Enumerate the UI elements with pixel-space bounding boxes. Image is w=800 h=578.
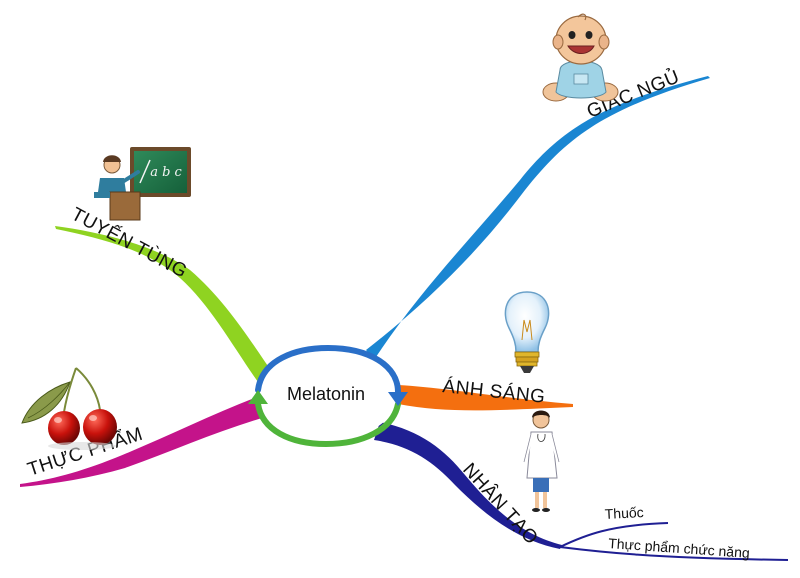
board-text: a b c [150,165,182,180]
nurse-icon [521,410,562,512]
branch-anh-sang [398,385,573,411]
label-thuoc[interactable]: Thuốc [604,504,644,522]
branch-nhan-tao [374,422,562,549]
branch-thuc-pham-chuc-nang [559,546,789,561]
ring-top-arc [255,344,401,395]
center-node[interactable]: Melatonin [248,344,408,448]
branch-thuc-pham [20,397,262,487]
ring-arrow-left [248,390,268,404]
teacher-icon: a b c [94,147,191,221]
baby-icon [542,13,619,102]
lightbulb-icon [504,291,550,373]
center-label: Melatonin [287,384,365,404]
branch-thuoc [559,522,669,548]
branch-tuyen-tung [55,226,272,382]
ring-arrow-right [388,392,408,406]
cherries-icon [21,367,117,450]
ring-bottom-arc [255,401,401,448]
